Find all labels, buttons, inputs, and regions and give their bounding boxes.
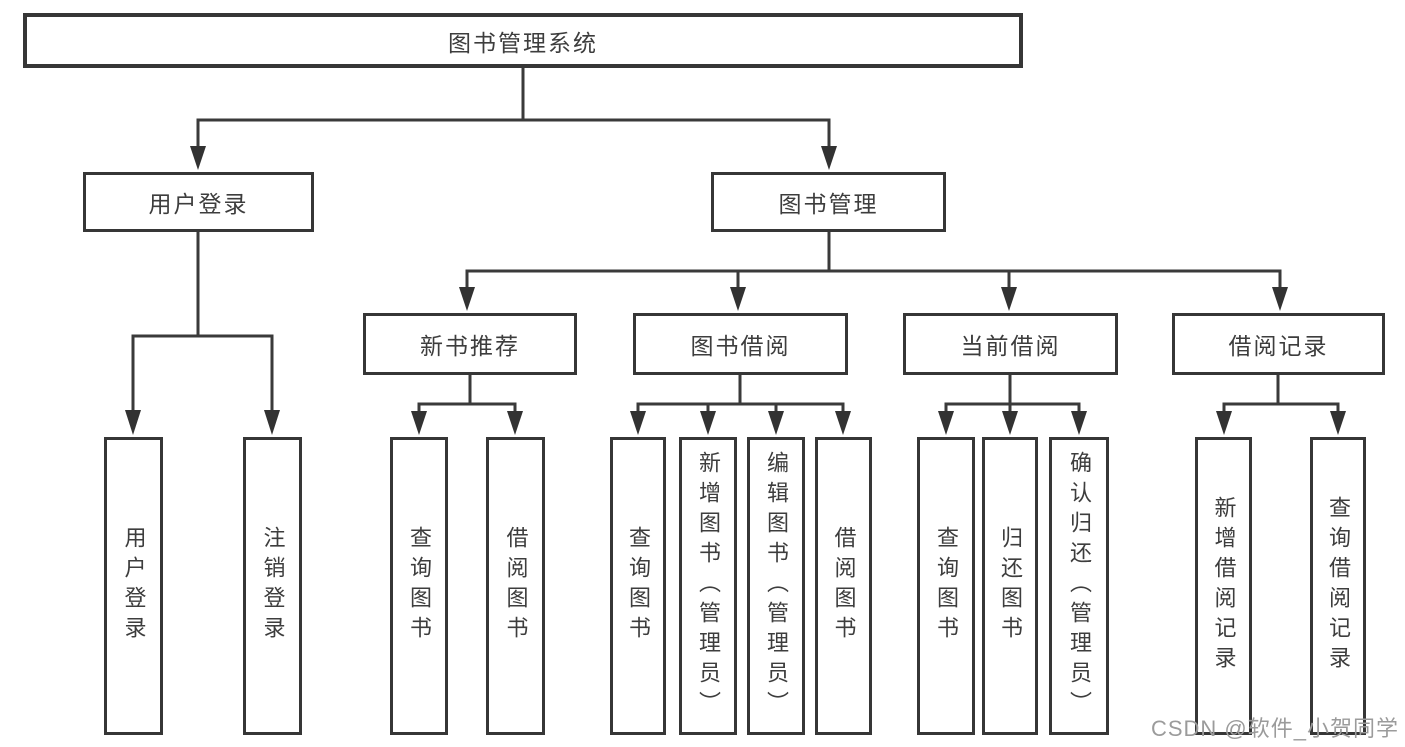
node-label: 查询图书 bbox=[934, 526, 959, 646]
leaf-br-query-borrow-record: 查询借阅记录 bbox=[1310, 437, 1366, 735]
node-label: 借阅图书 bbox=[503, 526, 529, 646]
leaf-bb-edit-books-admin: 编辑图书（管理员） bbox=[747, 437, 805, 735]
leaf-bb-add-books-admin: 新增图书（管理员） bbox=[679, 437, 737, 735]
node-label: 确认归还（管理员） bbox=[1067, 451, 1092, 721]
node-label: 编辑图书（管理员） bbox=[764, 451, 789, 721]
node-label: 归还图书 bbox=[998, 526, 1023, 646]
node-label: 借阅图书 bbox=[831, 526, 857, 646]
leaf-rec-query-books: 查询图书 bbox=[390, 437, 448, 735]
node-library-management-system: 图书管理系统 bbox=[23, 13, 1023, 68]
node-new-book-recommendation: 新书推荐 bbox=[363, 313, 577, 375]
node-label: 查询图书 bbox=[407, 526, 432, 646]
leaf-bb-borrow-books: 借阅图书 bbox=[815, 437, 872, 735]
node-label: 查询借阅记录 bbox=[1326, 496, 1351, 676]
leaf-cb-return-books: 归还图书 bbox=[982, 437, 1038, 735]
node-label: 用户登录 bbox=[121, 526, 147, 646]
node-book-management: 图书管理 bbox=[711, 172, 946, 232]
node-label: 图书管理系统 bbox=[448, 29, 598, 56]
node-label: 当前借阅 bbox=[960, 333, 1061, 359]
leaf-cb-query-books: 查询图书 bbox=[917, 437, 975, 735]
node-label: 查询图书 bbox=[626, 526, 651, 646]
node-label: 新书推荐 bbox=[420, 333, 520, 359]
node-label: 新增图书（管理员） bbox=[696, 451, 721, 721]
node-borrowing-records: 借阅记录 bbox=[1172, 313, 1385, 375]
node-user-login: 用户登录 bbox=[83, 172, 314, 232]
node-book-borrowing: 图书借阅 bbox=[633, 313, 848, 375]
leaf-user-login: 用户登录 bbox=[104, 437, 163, 735]
leaf-cb-confirm-return-admin: 确认归还（管理员） bbox=[1049, 437, 1109, 735]
node-label: 图书借阅 bbox=[690, 333, 791, 359]
node-label: 用户登录 bbox=[148, 191, 249, 217]
leaf-bb-query-books: 查询图书 bbox=[610, 437, 666, 735]
leaf-br-add-borrow-record: 新增借阅记录 bbox=[1195, 437, 1252, 735]
node-current-borrowing: 当前借阅 bbox=[903, 313, 1118, 375]
node-label: 图书管理 bbox=[778, 191, 879, 217]
node-label: 注销登录 bbox=[260, 526, 286, 646]
node-label: 新增借阅记录 bbox=[1211, 496, 1237, 676]
watermark: CSDN @软件_小贺同学 bbox=[1150, 716, 1399, 741]
leaf-logout: 注销登录 bbox=[243, 437, 302, 735]
node-label: 借阅记录 bbox=[1228, 333, 1329, 359]
leaf-rec-borrow-books: 借阅图书 bbox=[486, 437, 545, 735]
